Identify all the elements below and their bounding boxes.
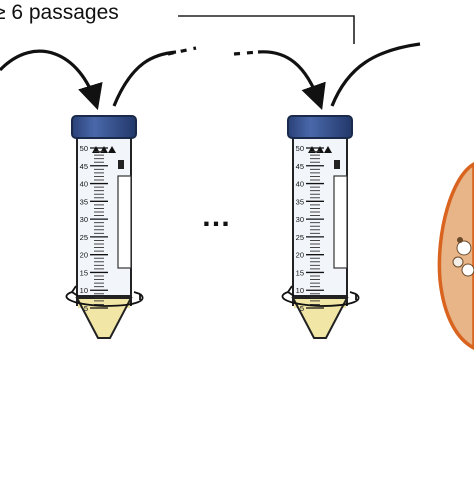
centrifuge-tube-2: 50 45 40 35 30 25 20 15 10 5 bbox=[281, 115, 360, 339]
triangle-icon bbox=[108, 146, 116, 153]
tick-label: 45 bbox=[296, 162, 304, 171]
arrow-icon bbox=[112, 50, 177, 107]
tick-label: 15 bbox=[80, 268, 88, 277]
tick-label: 25 bbox=[80, 233, 88, 242]
tick-label: 40 bbox=[80, 180, 88, 189]
tick-label: 50 bbox=[296, 144, 304, 153]
tick-label: 5 bbox=[300, 304, 304, 313]
tube-cap bbox=[71, 115, 137, 139]
bracket-line bbox=[178, 15, 355, 44]
tick-label: 15 bbox=[296, 268, 304, 277]
arrow-dotted-icon bbox=[233, 50, 259, 56]
tick-label: 50 bbox=[80, 144, 88, 153]
arrow-icon bbox=[330, 42, 421, 107]
tick-label: 35 bbox=[80, 197, 88, 206]
logo-mark bbox=[118, 160, 124, 169]
passages-label: ≥ 6 passages bbox=[0, 1, 119, 24]
arrow-icon bbox=[0, 49, 103, 111]
tube-cap bbox=[287, 115, 353, 139]
tick-label: 5 bbox=[84, 304, 88, 313]
arrow-dotted-icon bbox=[167, 46, 197, 56]
tick-label: 10 bbox=[296, 286, 304, 295]
tick-label: 35 bbox=[296, 197, 304, 206]
tick-label: 20 bbox=[80, 251, 88, 260]
writing-panel bbox=[333, 175, 348, 269]
tick-label: 30 bbox=[296, 215, 304, 224]
tick-label: 25 bbox=[296, 233, 304, 242]
tick-label: 10 bbox=[80, 286, 88, 295]
culture-vessel bbox=[437, 162, 474, 350]
tick-label: 45 bbox=[80, 162, 88, 171]
tick-label: 30 bbox=[80, 215, 88, 224]
tick-label: 40 bbox=[296, 180, 304, 189]
arrow-icon bbox=[257, 50, 326, 111]
centrifuge-tube-1: 50 45 40 35 30 25 20 15 10 5 bbox=[65, 115, 144, 339]
rotation-arrow-icon bbox=[281, 291, 360, 307]
logo-mark bbox=[334, 160, 340, 169]
triangle-icon bbox=[324, 146, 332, 153]
writing-panel bbox=[117, 175, 132, 269]
tick-label: 20 bbox=[296, 251, 304, 260]
rotation-arrow-icon bbox=[65, 291, 144, 307]
ellipsis: … bbox=[201, 200, 231, 233]
